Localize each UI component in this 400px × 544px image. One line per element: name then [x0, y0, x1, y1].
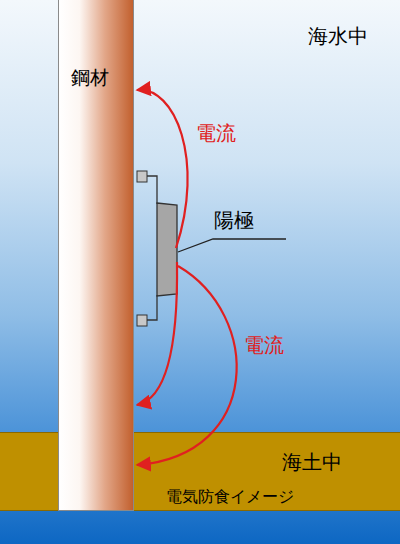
- current-label: 電流: [196, 121, 236, 145]
- node-text: 電気防食イメージ: [166, 487, 294, 506]
- anode-bracket: [137, 171, 147, 182]
- anode: [157, 203, 177, 296]
- current-label: 電流: [244, 333, 284, 357]
- node-text: 鋼材: [71, 66, 109, 89]
- node-text: 海土中: [282, 450, 342, 474]
- part-label: 陽極: [214, 208, 254, 232]
- steel-pillar: 鋼材: [58, 0, 134, 511]
- node-text: 海水中: [308, 24, 368, 48]
- anode-bracket: [137, 315, 147, 326]
